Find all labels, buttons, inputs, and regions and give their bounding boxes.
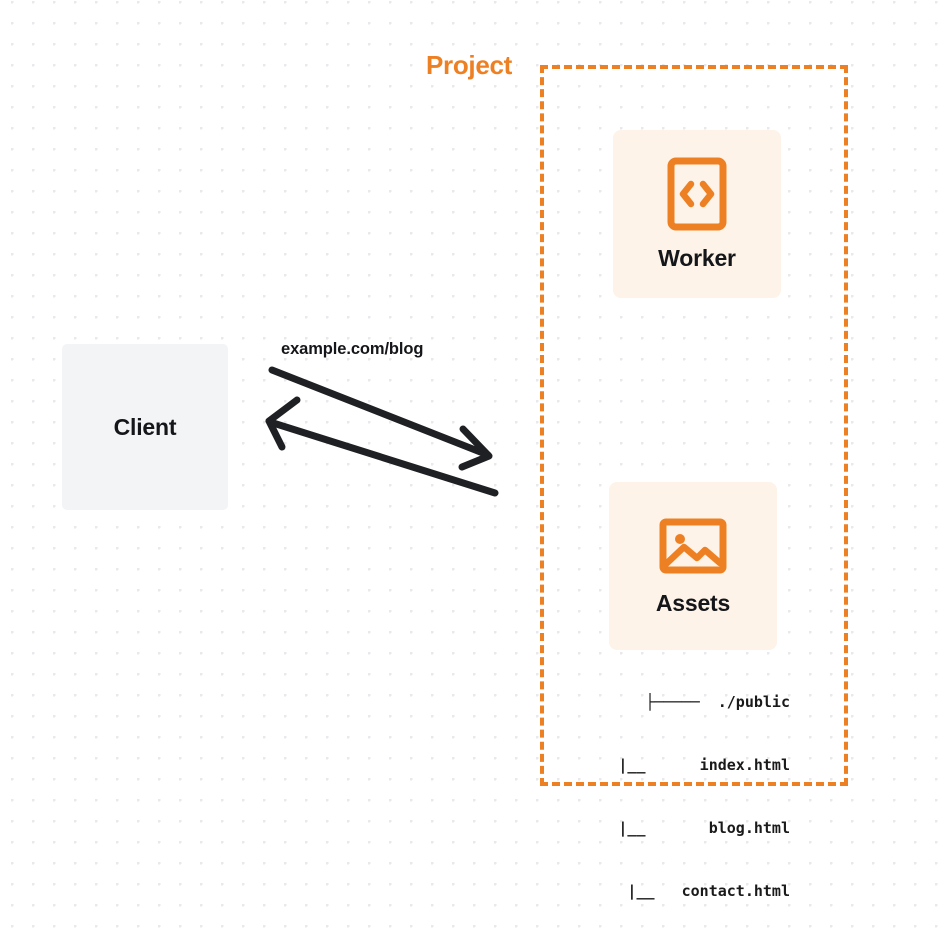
worker-card[interactable]: Worker bbox=[613, 130, 781, 298]
project-group-title-text: Project bbox=[421, 50, 517, 80]
request-url-label: example.com/blog bbox=[281, 340, 424, 358]
code-brackets-icon bbox=[667, 157, 727, 231]
file-tree-row: |__ blog.html bbox=[582, 819, 790, 837]
assets-card[interactable]: Assets bbox=[609, 482, 777, 650]
file-tree-row: |__ index.html bbox=[582, 756, 790, 774]
worker-card-label: Worker bbox=[658, 244, 736, 271]
assets-card-label: Assets bbox=[655, 589, 731, 616]
client-node-label: Client bbox=[113, 413, 177, 440]
flow-arrows bbox=[265, 366, 499, 497]
file-tree-row: |__ contact.html bbox=[591, 882, 790, 900]
response-arrow bbox=[265, 396, 499, 497]
diagram-canvas: Client example.com/blog Project Worker bbox=[62, 50, 848, 900]
request-arrow bbox=[268, 366, 493, 471]
image-icon bbox=[659, 516, 727, 576]
asset-file-tree: ├───── ./public |__ index.html |__ blog.… bbox=[560, 650, 790, 944]
project-group-boundary bbox=[540, 65, 848, 786]
client-node[interactable]: Client bbox=[62, 344, 228, 510]
file-tree-row: ├───── ./public bbox=[645, 693, 791, 711]
